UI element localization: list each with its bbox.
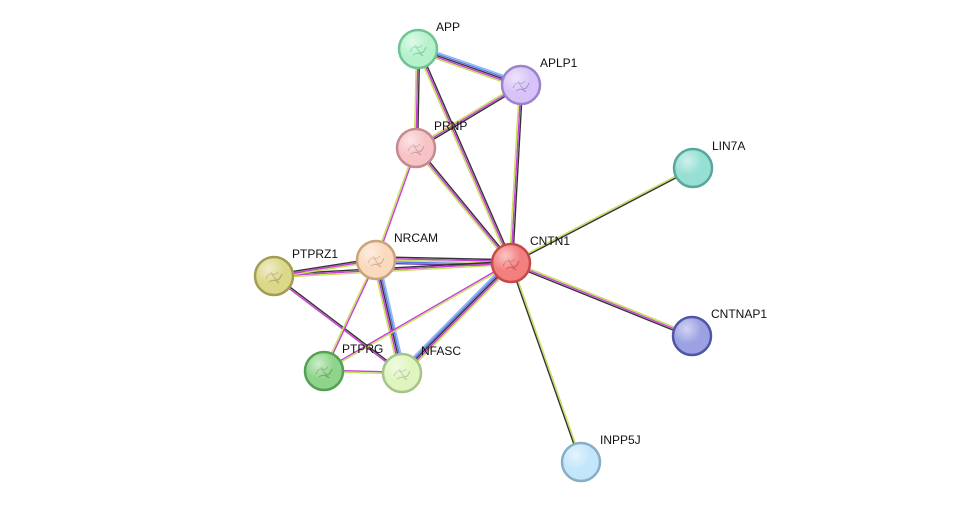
edge-strand-magenta bbox=[402, 263, 513, 375]
edge-strand-magenta bbox=[324, 259, 378, 373]
node-prnp[interactable]: PRNP bbox=[395, 119, 467, 169]
edge-strand-magenta bbox=[272, 275, 403, 375]
edge-strand-black bbox=[401, 262, 512, 374]
edge-strand-black bbox=[273, 274, 404, 374]
edge-app-cntn1[interactable] bbox=[415, 47, 514, 265]
node-label: NFASC bbox=[421, 344, 461, 358]
node-aplp1[interactable]: APLP1 bbox=[500, 56, 578, 106]
edge-strand-magenta bbox=[375, 257, 512, 263]
node-highlight bbox=[358, 242, 394, 278]
edge-strand-yellow bbox=[509, 166, 694, 263]
node-label: CNTN1 bbox=[530, 234, 570, 248]
edge-ptprz1-nfasc[interactable] bbox=[272, 274, 404, 375]
edge-nfasc-cntn1[interactable] bbox=[399, 260, 514, 376]
edge-strand-yellow bbox=[323, 262, 513, 373]
node-label: PRNP bbox=[434, 119, 467, 133]
edge-aplp1-cntn1[interactable] bbox=[508, 84, 524, 264]
edge-strand-yellow bbox=[508, 84, 521, 264]
node-highlight bbox=[384, 355, 420, 391]
edge-strand-black bbox=[511, 84, 524, 264]
node-highlight bbox=[256, 258, 292, 294]
node-highlight bbox=[503, 67, 539, 103]
edge-strand-black bbox=[510, 168, 695, 265]
edge-strand-yellow bbox=[510, 260, 694, 336]
edge-strand-black bbox=[375, 256, 512, 261]
node-ptprg[interactable]: PTPRG bbox=[303, 342, 383, 392]
node-cntnap1[interactable]: CNTNAP1 bbox=[671, 307, 767, 357]
edge-ptprg-cntn1[interactable] bbox=[322, 261, 513, 373]
node-highlight bbox=[674, 318, 710, 354]
node-app[interactable]: APP bbox=[397, 20, 460, 70]
edge-strand-yellow bbox=[415, 48, 511, 265]
edge-aplp1-prnp[interactable] bbox=[414, 82, 523, 151]
edge-nrcam-ptprg[interactable] bbox=[322, 258, 378, 373]
edge-strand-lightblue bbox=[399, 260, 510, 372]
edge-strand-magenta bbox=[322, 261, 512, 372]
edge-strand-blue bbox=[400, 261, 511, 373]
edge-cntnap1-cntn1[interactable] bbox=[509, 260, 694, 339]
edge-strand-yellow bbox=[322, 258, 376, 372]
node-highlight bbox=[400, 31, 436, 67]
node-nrcam[interactable]: NRCAM bbox=[355, 231, 438, 281]
edge-strand-magenta bbox=[415, 84, 522, 149]
node-label: PTPRZ1 bbox=[292, 247, 338, 261]
edge-strand-black bbox=[416, 146, 513, 263]
edge-inpp5j-cntn1[interactable] bbox=[509, 262, 583, 463]
node-ptprz1[interactable]: PTPRZ1 bbox=[253, 247, 338, 297]
node-label: APP bbox=[436, 20, 460, 34]
edge-strand-yellow bbox=[414, 82, 521, 148]
edge-strand-yellow bbox=[403, 264, 514, 376]
node-cntn1[interactable]: CNTN1 bbox=[490, 234, 570, 284]
node-highlight bbox=[563, 444, 599, 480]
edge-strand-yellow bbox=[511, 262, 583, 463]
edge-strand-magenta bbox=[415, 147, 512, 264]
node-label: PTPRG bbox=[342, 342, 383, 356]
node-label: CNTNAP1 bbox=[711, 307, 767, 321]
node-highlight bbox=[306, 353, 342, 389]
edge-strand-black bbox=[418, 47, 514, 264]
edge-strand-magenta bbox=[510, 262, 693, 337]
edge-lin7a-cntn1[interactable] bbox=[509, 166, 695, 265]
node-highlight bbox=[675, 150, 711, 186]
edge-strand-magenta bbox=[417, 48, 512, 264]
edge-strand-black bbox=[509, 262, 581, 463]
node-label: INPP5J bbox=[600, 433, 641, 447]
node-nfasc[interactable]: NFASC bbox=[381, 344, 461, 394]
node-inpp5j[interactable]: INPP5J bbox=[560, 433, 641, 483]
edge-strand-black bbox=[509, 263, 693, 339]
edge-strand-black bbox=[416, 85, 523, 151]
edge-strand-magenta bbox=[510, 84, 522, 264]
node-label: NRCAM bbox=[394, 231, 438, 245]
node-label: LIN7A bbox=[712, 139, 745, 153]
node-highlight bbox=[493, 245, 529, 281]
edge-prnp-cntn1[interactable] bbox=[414, 146, 513, 265]
node-label: APLP1 bbox=[540, 56, 578, 70]
node-lin7a[interactable]: LIN7A bbox=[672, 139, 745, 189]
node-highlight bbox=[398, 130, 434, 166]
edge-strand-yellow bbox=[414, 148, 511, 265]
